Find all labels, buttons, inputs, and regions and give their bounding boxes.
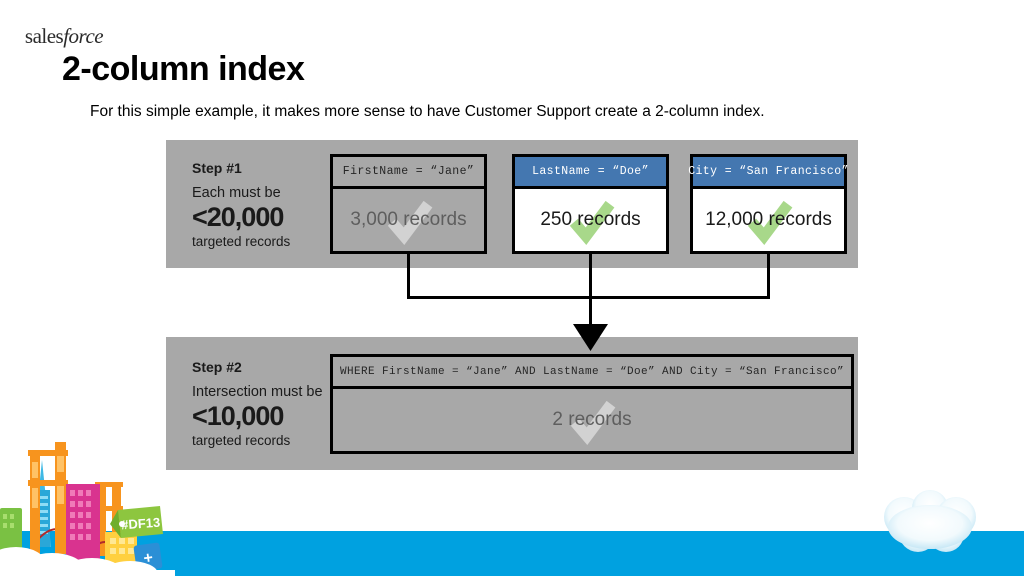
- step-2-legend: Step #2 Intersection must be <10,000 tar…: [192, 359, 323, 448]
- page-title: 2-column index: [62, 50, 305, 88]
- query-card-city-body: 12,000 records: [693, 189, 844, 251]
- query-card-intersection-header: WHERE FirstName = “Jane” AND LastName = …: [333, 357, 851, 389]
- step-1-legend: Step #1 Each must be <20,000 targeted re…: [192, 160, 290, 249]
- footer-band: [0, 531, 1024, 576]
- record-count-lastname: 250 records: [540, 209, 641, 230]
- query-card-city[interactable]: City = “San Francisco” 12,000 records: [688, 154, 848, 254]
- query-card-intersection[interactable]: WHERE FirstName = “Jane” AND LastName = …: [330, 354, 854, 454]
- query-card-city-header: City = “San Francisco”: [688, 157, 848, 189]
- step-2-caption: Intersection must be: [192, 384, 323, 400]
- cloud-shape: [884, 490, 976, 552]
- step-1-unit: targeted records: [192, 234, 291, 250]
- query-card-lastname-header: LastName = “Doe”: [515, 157, 666, 189]
- salesforce-wordmark-sales: sales: [24, 23, 64, 48]
- step-1-caption: Each must be: [192, 185, 281, 201]
- page-subtitle: For this simple example, it makes more s…: [90, 103, 765, 120]
- query-card-firstname-header: FirstName = “Jane”: [333, 157, 484, 189]
- query-card-firstname[interactable]: FirstName = “Jane” 3,000 records: [330, 154, 487, 254]
- event-tag-badge: #DF13: [110, 506, 163, 538]
- step-2-threshold: <10,000: [192, 401, 284, 431]
- step-2-name: Step #2: [192, 359, 242, 375]
- cloud-foreground: [0, 547, 175, 576]
- step-1-threshold: <20,000: [192, 202, 284, 232]
- salesforce-logo: [884, 490, 976, 552]
- step-2-unit: targeted records: [192, 433, 291, 449]
- svg-text:+: +: [142, 549, 154, 567]
- san-francisco-skyline-illustration: #DF13 +: [0, 442, 175, 576]
- record-count-city: 12,000 records: [705, 209, 832, 230]
- record-count-intersection: 2 records: [552, 409, 632, 430]
- salesforce-wordmark-force: force: [63, 23, 104, 48]
- step-1-name: Step #1: [192, 160, 242, 176]
- svg-text:#DF13: #DF13: [121, 515, 161, 533]
- query-card-firstname-body: 3,000 records: [333, 189, 484, 251]
- query-card-lastname-body: 250 records: [515, 189, 666, 251]
- record-count-firstname: 3,000 records: [350, 209, 467, 230]
- query-card-intersection-body: 2 records: [333, 389, 851, 451]
- query-card-lastname[interactable]: LastName = “Doe” 250 records: [512, 154, 669, 254]
